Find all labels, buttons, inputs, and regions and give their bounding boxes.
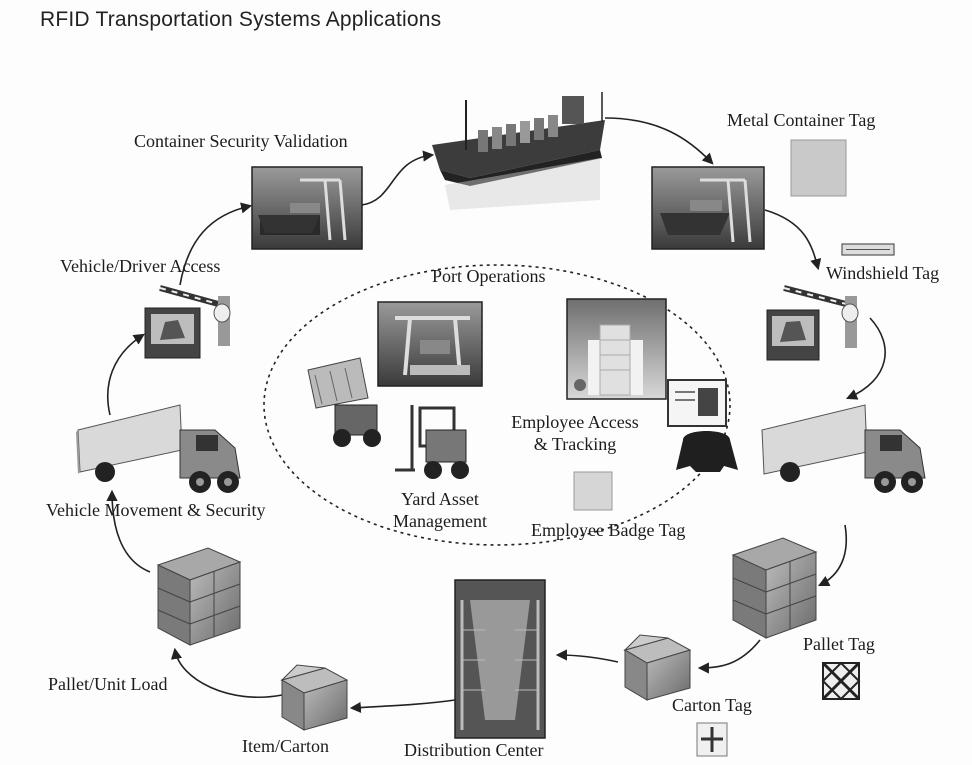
label-metal-container-tag: Metal Container Tag <box>727 110 876 130</box>
label-container-security: Container Security Validation <box>134 131 348 151</box>
forklift-icon <box>395 405 469 479</box>
label-pallet-tag: Pallet Tag <box>803 634 875 654</box>
label-yard-asset: Yard Asset Management <box>375 489 505 532</box>
label-port-operations: Port Operations <box>432 266 546 286</box>
arrow-truck-to-gate <box>106 333 145 416</box>
gate-booth-left-icon <box>144 285 231 359</box>
label-vehicle-movement: Vehicle Movement & Security <box>46 500 266 520</box>
label-item-carton: Item/Carton <box>242 736 329 756</box>
arrow-ship-to-container <box>604 117 714 165</box>
label-yard-asset-line1: Yard Asset <box>401 489 479 509</box>
container-crane-photo-right <box>651 166 765 250</box>
label-employee-access: Employee Access & Tracking <box>490 412 660 455</box>
gate-booth-right-icon <box>766 285 859 361</box>
pallet-unit-load-left-icon <box>156 547 242 646</box>
label-vehicle-driver-access: Vehicle/Driver Access <box>60 256 221 276</box>
flow-arrows <box>106 117 886 714</box>
metal-container-tag-icon <box>790 139 847 197</box>
carton-tagged-icon <box>623 634 692 701</box>
employee-badge-tag-icon <box>573 471 613 511</box>
item-carton-icon <box>280 664 349 731</box>
pallet-tag-icon <box>821 661 861 701</box>
arrow-gate-to-container <box>179 202 253 286</box>
label-employee-access-line1: Employee Access <box>511 412 639 432</box>
windshield-tag-icon <box>841 243 895 256</box>
semi-truck-right-icon <box>761 404 926 493</box>
label-yard-asset-line2: Management <box>393 510 487 531</box>
label-pallet-unit-load: Pallet/Unit Load <box>48 674 168 694</box>
distribution-center-photo <box>454 579 546 739</box>
label-employee-access-line2: & Tracking <box>533 433 617 454</box>
carton-tag-icon <box>696 722 728 757</box>
arrow-container-to-gate <box>764 209 822 271</box>
diagram-title: RFID Transportation Systems Applications <box>40 8 442 31</box>
port-crane-photo <box>377 301 483 387</box>
arrow-truck-to-pallet <box>817 524 847 587</box>
label-carton-tag: Carton Tag <box>672 695 752 715</box>
label-employee-badge-tag: Employee Badge Tag <box>531 520 686 540</box>
building-photo <box>566 298 667 400</box>
pallet-tagged-right-icon <box>731 537 818 639</box>
cargo-ship-icon <box>432 92 605 210</box>
arrow-gate-to-truck <box>845 317 886 400</box>
arrow-container-to-ship <box>361 150 435 206</box>
semi-truck-left-icon <box>76 404 241 493</box>
arrow-carton-to-dc <box>555 649 619 663</box>
arrow-dc-to-item <box>349 699 456 714</box>
label-distribution-center: Distribution Center <box>404 740 544 760</box>
employee-badge-holder-icon <box>667 379 738 472</box>
container-crane-photo-left <box>251 166 363 250</box>
label-windshield-tag: Windshield Tag <box>826 263 940 283</box>
arrow-item-to-pallet <box>170 647 283 699</box>
port-operations-boundary <box>263 264 731 546</box>
arrow-pallet-to-truck <box>106 489 151 573</box>
container-forklift-icon <box>307 357 381 447</box>
arrow-pallet-to-carton <box>697 639 761 674</box>
